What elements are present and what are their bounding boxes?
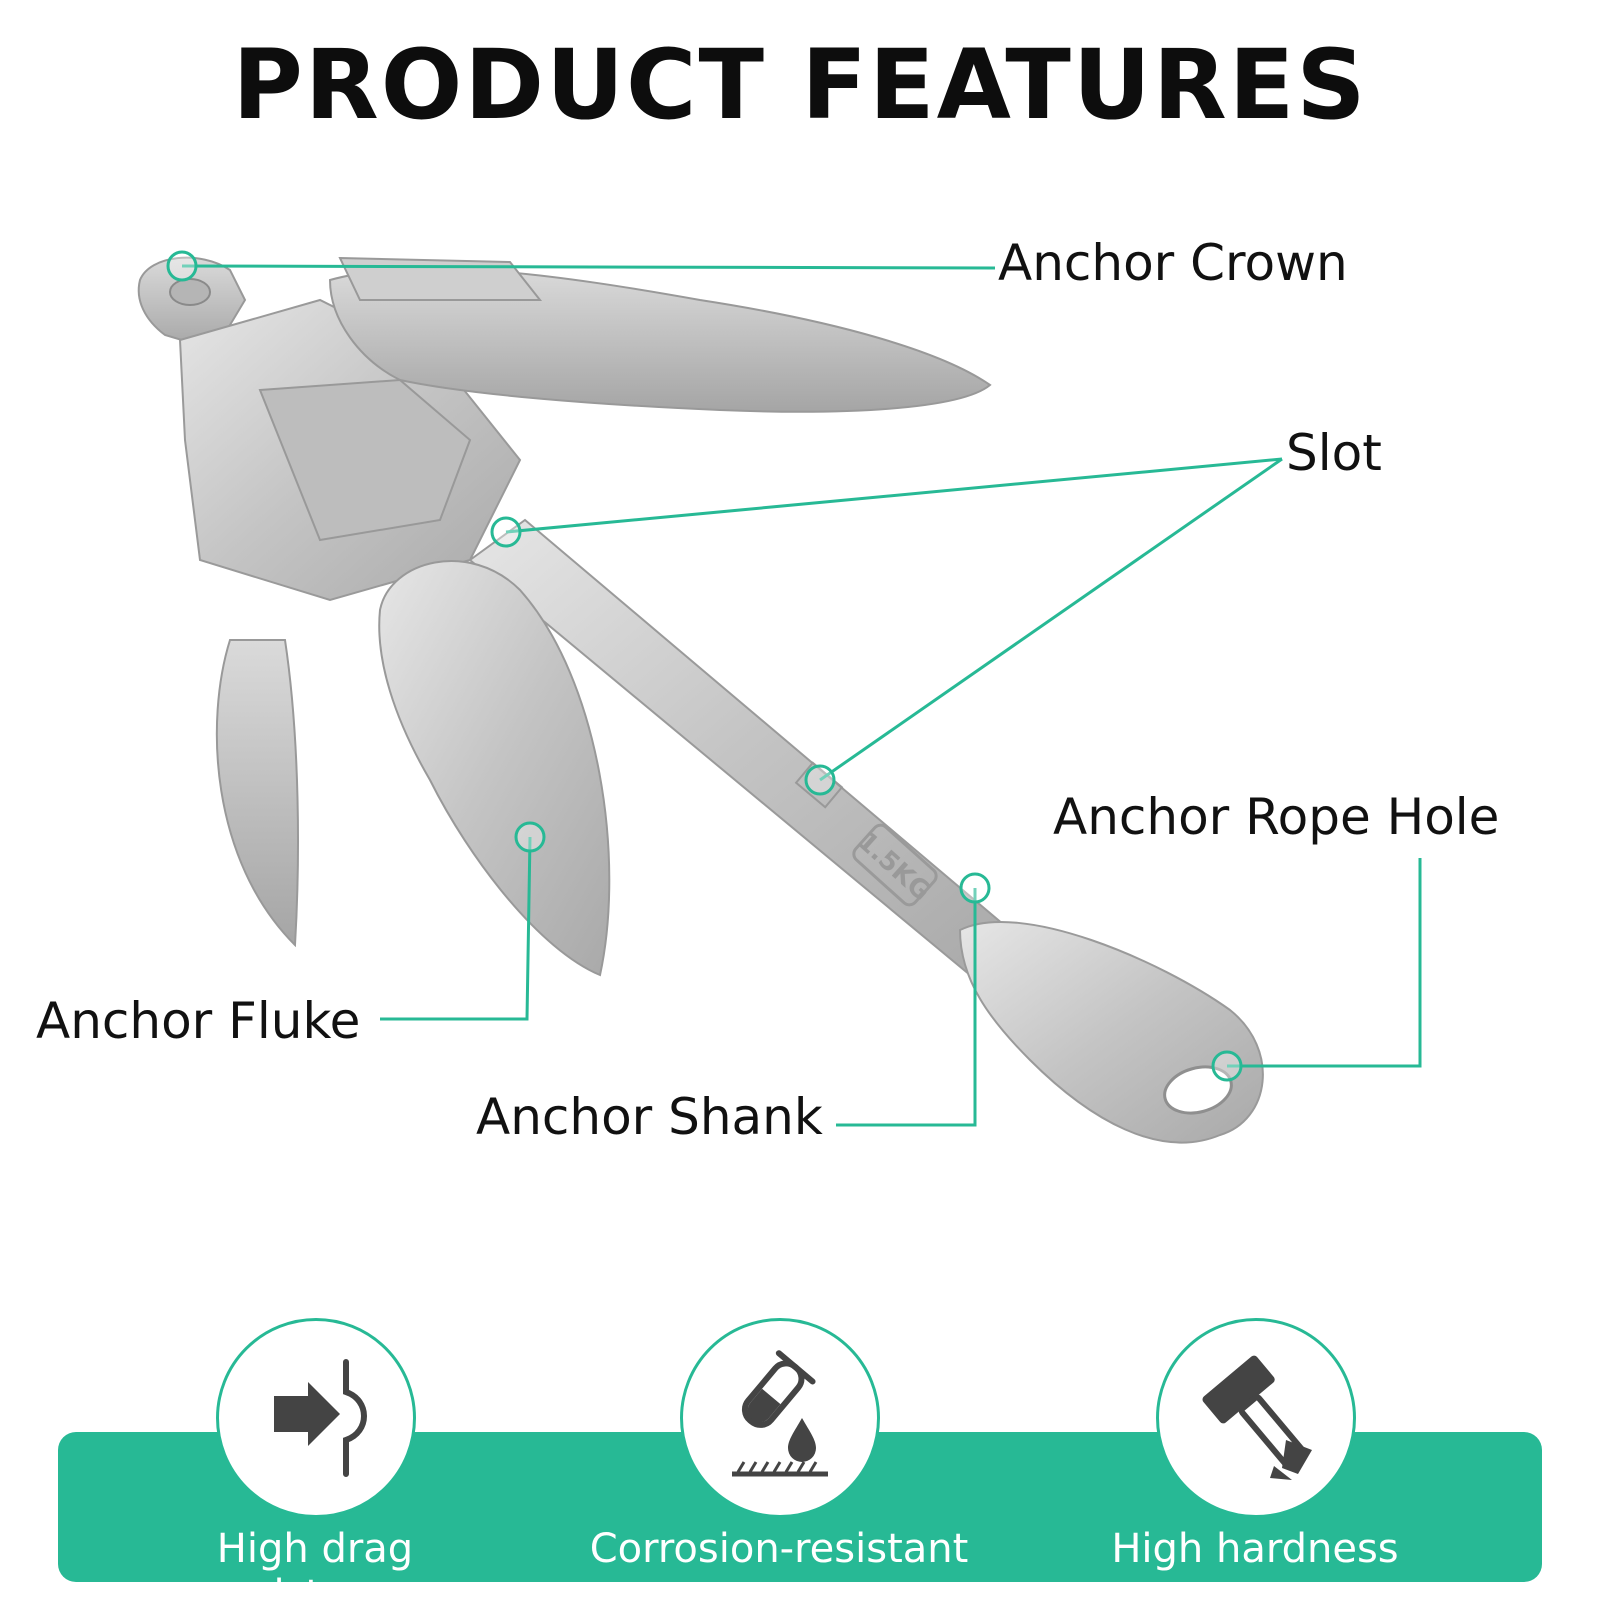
rope-hole-leader: [1227, 858, 1422, 1068]
fluke-leader: [380, 836, 532, 1021]
feature-high-hardness: High hardness: [1050, 1318, 1470, 1588]
callout-anchor-shank: Anchor Shank: [476, 1088, 823, 1146]
feature-label: High drag resistance: [212, 1526, 418, 1618]
callout-anchor-crown: Anchor Crown: [998, 234, 1348, 292]
feature-drag-resistance: High drag resistance: [110, 1318, 530, 1618]
anchor-fluke-shape: [215, 560, 611, 977]
feature-corrosion-resistant: Corrosion-resistant: [574, 1318, 994, 1588]
slot-leader-upper: [505, 457, 1283, 534]
leader-lines: [181, 264, 1422, 1127]
slot-dot-upper: [490, 516, 522, 548]
feature-label: High hardness: [1111, 1526, 1399, 1572]
test-tube-drop-icon: [732, 1350, 828, 1477]
hammer-icon: [1202, 1355, 1312, 1480]
rope-hole-dot: [1211, 1050, 1243, 1082]
callout-anchor-fluke: Anchor Fluke: [36, 992, 361, 1050]
shank-dot: [959, 872, 991, 904]
page-title: PRODUCT FEATURES: [232, 29, 1368, 141]
anchor-crown-shape: [137, 256, 992, 602]
fluke-dot: [514, 821, 546, 853]
feature-icon-circle: [216, 1318, 416, 1518]
slot-leader-lower: [819, 457, 1283, 782]
crown-leader: [181, 264, 996, 270]
crown-dot: [166, 250, 198, 282]
feature-icon-circle: [1156, 1318, 1356, 1518]
leader-dots: [166, 250, 1243, 1082]
feature-icon-circle: [680, 1318, 880, 1518]
slot-dot-lower: [804, 764, 836, 796]
shank-leader: [836, 888, 977, 1127]
callout-slot: Slot: [1286, 424, 1382, 482]
drag-resistance-icon: [274, 1359, 367, 1477]
feature-label: Corrosion-resistant: [589, 1526, 969, 1572]
callout-anchor-rope-hole: Anchor Rope Hole: [1053, 788, 1500, 846]
